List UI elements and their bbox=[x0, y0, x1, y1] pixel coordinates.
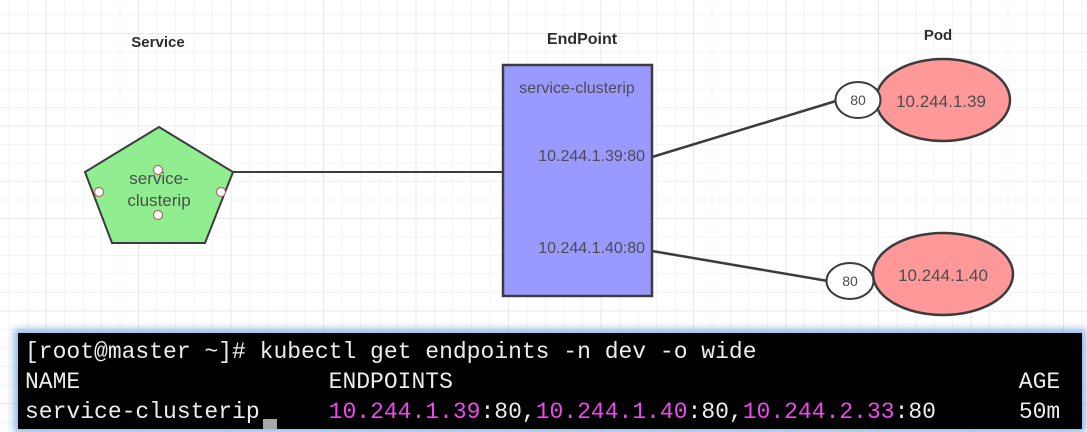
connection-point-dot bbox=[152, 164, 164, 176]
endpoint-ip3-text: 10.244.2.33 bbox=[742, 399, 895, 425]
pod2-ellipse-shape[interactable] bbox=[871, 231, 1015, 317]
endpoint-section-label: EndPoint bbox=[546, 31, 618, 48]
service-node-label: service- clusterip bbox=[127, 169, 191, 210]
endpoint-title: service-clusterip bbox=[519, 80, 635, 97]
endpoint-port3-text: :80 bbox=[894, 399, 936, 425]
terminal-result-line: service-clusterip 10.244.1.39:80,10.244.… bbox=[25, 397, 1082, 427]
terminal-cursor bbox=[263, 419, 277, 429]
endpoint-row-2: 10.244.1.40:80 bbox=[538, 240, 645, 257]
diagram-shapes bbox=[83, 57, 1015, 317]
endpoint-row-1: 10.244.1.39:80 bbox=[538, 148, 645, 165]
connection-point-dot bbox=[152, 209, 164, 221]
age-value-text: 50m bbox=[936, 399, 1061, 425]
terminal-header-line: NAME ENDPOINTS AGE bbox=[25, 369, 1061, 395]
endpoint-name-text: service-clusterip bbox=[25, 399, 329, 425]
endpoint-ip2-text: 10.244.1.40 bbox=[535, 399, 688, 425]
port2-circle-shape[interactable] bbox=[825, 262, 875, 300]
port2-label: 80 bbox=[842, 273, 858, 289]
pod1-ip-label: 10.244.1.39 bbox=[896, 92, 986, 111]
terminal-prompt-line: [root@master ~]# kubectl get endpoints -… bbox=[25, 339, 757, 365]
pod-section-label: Pod bbox=[923, 27, 953, 44]
port1-label: 80 bbox=[850, 92, 866, 108]
port1-circle-shape[interactable] bbox=[834, 81, 882, 119]
connection-point-dot bbox=[93, 186, 105, 198]
endpoint-ip1-text: 10.244.1.39 bbox=[328, 399, 481, 425]
endpoint-rectangle-shape[interactable] bbox=[501, 63, 654, 298]
endpoint-port1-text: :80, bbox=[480, 399, 536, 425]
pod2-ip-label: 10.244.1.40 bbox=[898, 266, 988, 285]
service-pentagon-shape[interactable] bbox=[83, 125, 235, 244]
endpoint-port2-text: :80, bbox=[687, 399, 743, 425]
edge-endpoint-to-pod2[interactable] bbox=[651, 249, 829, 283]
service-section-label: Service bbox=[131, 34, 185, 51]
connection-point-dot bbox=[215, 186, 227, 198]
terminal-window[interactable]: [root@master ~]# kubectl get endpoints -… bbox=[18, 333, 1082, 429]
edge-endpoint-to-pod1[interactable] bbox=[651, 99, 837, 159]
